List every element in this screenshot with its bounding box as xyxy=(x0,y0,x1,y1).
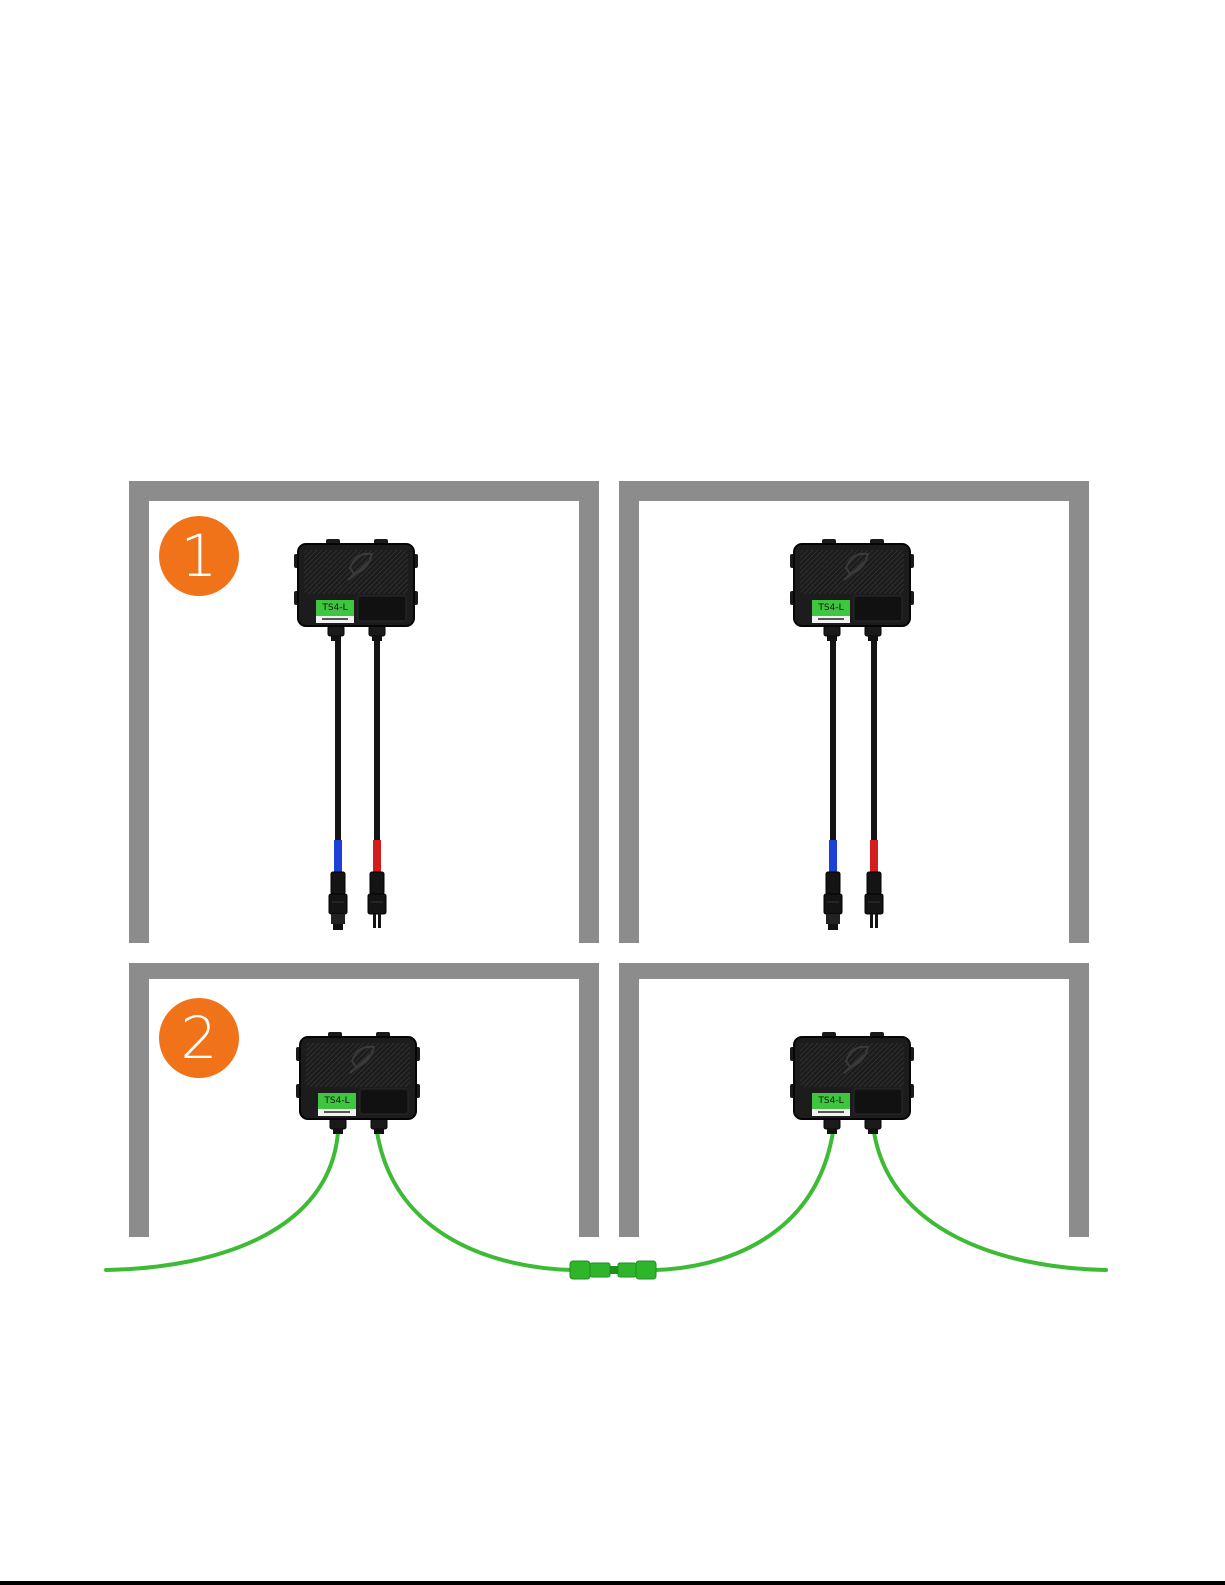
junction-box-icon xyxy=(790,539,914,626)
step-number-2: 2 xyxy=(181,1004,218,1072)
mc4-connector-pair-icon xyxy=(570,1261,656,1279)
negative-cable-marker xyxy=(829,840,837,872)
panel-frames xyxy=(129,481,1089,1237)
junction-box-step1-right: TS4-L xyxy=(790,539,914,930)
page-bottom-rule xyxy=(0,1581,1225,1585)
negative-connector-icon xyxy=(329,872,347,930)
step-badge-1: 1 xyxy=(159,516,239,596)
junction-box-step2-right: TS4-L xyxy=(790,1032,914,1134)
positive-cable-marker xyxy=(870,840,878,872)
positive-cable-marker xyxy=(373,840,381,872)
junction-box-icon xyxy=(790,1032,914,1119)
string-cable-middle-right xyxy=(655,1132,833,1270)
junction-box-icon xyxy=(294,539,418,626)
junction-box-icon xyxy=(296,1032,420,1119)
device-label: TS4-L xyxy=(323,1096,349,1106)
step-badge-2: 2 xyxy=(159,998,239,1078)
negative-connector-icon xyxy=(824,872,842,930)
positive-connector-icon xyxy=(865,872,883,928)
negative-cable-marker xyxy=(334,840,342,872)
device-label: TS4-L xyxy=(817,603,843,613)
string-cable-middle-left xyxy=(377,1132,572,1270)
positive-connector-icon xyxy=(368,872,386,928)
junction-box-step2-left: TS4-L xyxy=(296,1032,420,1134)
device-label: TS4-L xyxy=(817,1096,843,1106)
junction-box-step1-left: TS4-L xyxy=(294,539,418,930)
step-number-1: 1 xyxy=(181,522,218,590)
connected-cables xyxy=(106,1132,1106,1270)
device-label: TS4-L xyxy=(321,603,347,613)
